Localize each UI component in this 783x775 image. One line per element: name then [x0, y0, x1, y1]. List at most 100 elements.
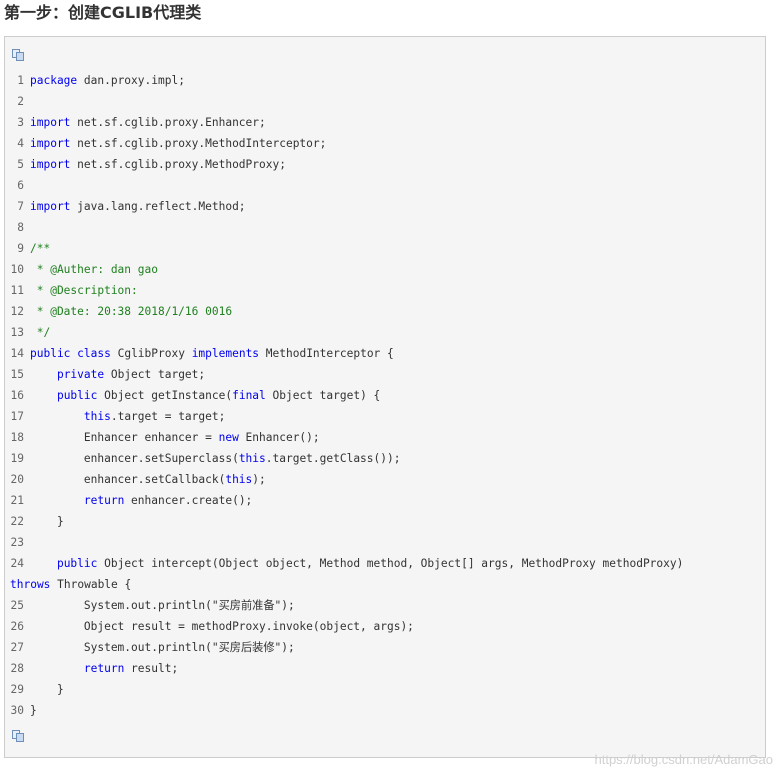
code-text: ); [252, 473, 266, 486]
line-number: 5 [17, 158, 24, 171]
code-line: 23 [5, 532, 765, 553]
code-text: CglibProxy [110, 347, 192, 360]
code-comment: * @Date: 20:38 2018/1/16 0016 [30, 305, 233, 318]
code-text [30, 662, 84, 675]
line-number: 2 [17, 95, 24, 108]
line-number: 19 [10, 452, 24, 465]
code-keyword: import [30, 200, 71, 213]
code-keyword: this [225, 473, 253, 486]
line-number: 3 [17, 116, 24, 129]
code-line: 13 */ [5, 322, 765, 343]
section-heading: 第一步：创建CGLIB代理类 [4, 3, 202, 22]
code-text: java.lang.reflect.Method; [70, 200, 246, 213]
line-number: 11 [10, 284, 24, 297]
code-line: 24 public Object intercept(Object object… [5, 553, 765, 574]
code-text: .target.getClass()); [265, 452, 401, 465]
copy-code-icon[interactable] [12, 730, 25, 742]
code-line: 7 import java.lang.reflect.Method; [5, 196, 765, 217]
line-number: 24 [10, 557, 24, 570]
line-number: 23 [10, 536, 24, 549]
code-text [30, 557, 57, 570]
line-number: 22 [10, 515, 24, 528]
watermark-url: https://blog.csdn.net/AdamGao [594, 752, 774, 767]
code-line: 10 * @Auther: dan gao [5, 259, 765, 280]
code-keyword: public [56, 557, 98, 570]
code-line: 16 public Object getInstance(final Objec… [5, 385, 765, 406]
code-line: 12 * @Date: 20:38 2018/1/16 0016 [5, 301, 765, 322]
code-comment: /** [30, 242, 51, 255]
code-line: 14 public class CglibProxy implements Met… [5, 343, 765, 364]
copy-code-icon[interactable] [12, 49, 25, 61]
code-keyword: return [83, 494, 125, 507]
code-keyword: import [30, 158, 71, 171]
code-line: 9 /** [5, 238, 765, 259]
line-number: 16 [10, 389, 24, 402]
code-text: MethodInterceptor { [259, 347, 394, 360]
line-number: 17 [10, 410, 24, 423]
code-line: 27 System.out.println("买房后装修"); [5, 637, 765, 658]
code-text: Object target) { [265, 389, 381, 402]
code-keyword: new [218, 431, 239, 444]
code-keyword: class [77, 347, 111, 360]
code-text: Enhancer enhancer = [30, 431, 219, 444]
code-keyword: public [30, 347, 71, 360]
code-text: result; [124, 662, 179, 675]
code-text: enhancer.setCallback( [30, 473, 226, 486]
code-keyword: import [30, 137, 71, 150]
code-text: enhancer.setSuperclass( [30, 452, 239, 465]
code-text: System.out.println("买房后装修"); [30, 641, 295, 654]
code-text: net.sf.cglib.proxy.Enhancer; [70, 116, 266, 129]
line-number: 14 [10, 347, 24, 360]
code-line: 1 package dan.proxy.impl; [5, 70, 765, 91]
code-keyword: package [30, 74, 78, 87]
line-number: 21 [10, 494, 24, 507]
code-line: throws Throwable { [5, 574, 765, 595]
code-text: Throwable { [50, 578, 132, 591]
code-text: dan.proxy.impl; [77, 74, 185, 87]
code-line: 11 * @Description: [5, 280, 765, 301]
code-line: 18 Enhancer enhancer = new Enhancer(); [5, 427, 765, 448]
code-line: 4 import net.sf.cglib.proxy.MethodInterce… [5, 133, 765, 154]
code-text: System.out.println("买房前准备"); [30, 599, 295, 612]
code-comment: */ [30, 326, 51, 339]
code-text: net.sf.cglib.proxy.MethodInterceptor; [70, 137, 327, 150]
code-line: 25 System.out.println("买房前准备"); [5, 595, 765, 616]
line-number: 4 [17, 137, 24, 150]
line-number: 10 [10, 263, 24, 276]
code-text: Object target; [104, 368, 206, 381]
line-number: 15 [10, 368, 24, 381]
line-number: 1 [17, 74, 24, 87]
code-comment: * @Auther: dan gao [30, 263, 158, 276]
line-number: 18 [10, 431, 24, 444]
line-number: 6 [17, 179, 24, 192]
code-keyword: implements [191, 347, 260, 360]
code-text [30, 494, 84, 507]
code-line: 21 return enhancer.create(); [5, 490, 765, 511]
line-number: 28 [10, 662, 24, 675]
code-keyword: final [232, 389, 266, 402]
code-text: enhancer.create(); [124, 494, 253, 507]
code-text: Object intercept(Object object, Method m… [97, 557, 684, 570]
code-line: 6 [5, 175, 765, 196]
code-keyword: public [56, 389, 98, 402]
line-number: 8 [17, 221, 24, 234]
code-text: Object getInstance( [97, 389, 233, 402]
line-number: 12 [10, 305, 24, 318]
code-text: } [30, 683, 64, 696]
code-text: .target = target; [110, 410, 226, 423]
code-text [30, 389, 57, 402]
line-number: 7 [17, 200, 24, 213]
code-text [30, 368, 57, 381]
code-comment: * @Description: [30, 284, 138, 297]
line-number: 9 [17, 242, 24, 255]
code-keyword: throws [10, 578, 51, 591]
code-text: } [30, 515, 64, 528]
line-number: 30 [10, 704, 24, 717]
code-text: Enhancer(); [238, 431, 320, 444]
code-line: 15 private Object target; [5, 364, 765, 385]
code-keyword: return [83, 662, 125, 675]
